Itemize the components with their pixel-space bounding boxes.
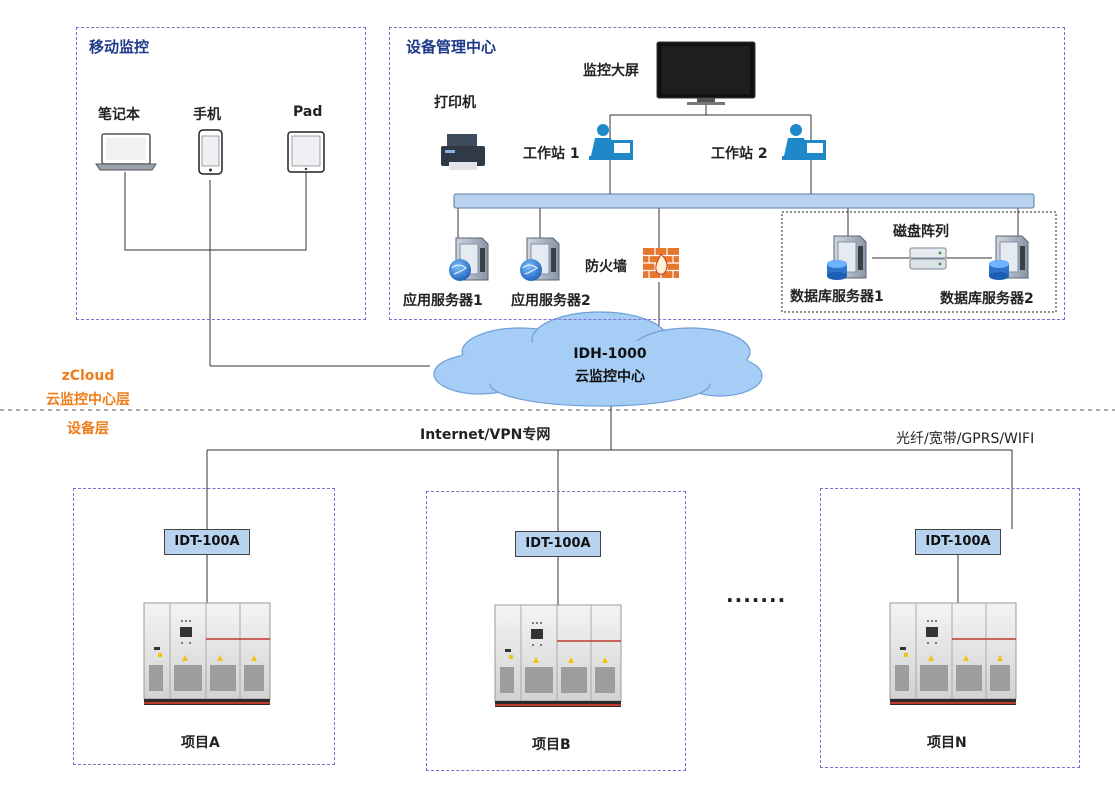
disk-array-icon	[909, 247, 947, 270]
screen-label: 监控大屏	[583, 63, 639, 79]
network-bus	[453, 193, 1035, 209]
gateway-project-b: IDT-100A	[515, 531, 601, 557]
mobile-monitoring-group	[76, 27, 366, 320]
internet-link-label: Internet/VPN专网	[420, 427, 551, 443]
cloud-layer-label: 云监控中心层	[46, 392, 130, 408]
printer-icon	[441, 134, 485, 170]
phone-label: 手机	[193, 107, 221, 123]
center-group-title: 设备管理中心	[406, 38, 497, 56]
app-server-1-icon	[449, 237, 489, 281]
access-link-label: 光纤/宽带/GPRS/WIFI	[896, 431, 1035, 447]
mobile-group-title: 移动监控	[89, 38, 150, 56]
app-server-2-icon	[520, 237, 560, 281]
cloud-name: IDH-1000	[573, 346, 647, 362]
firewall-icon	[643, 248, 679, 278]
app-server-2-label: 应用服务器2	[511, 293, 591, 309]
disk-array-label: 磁盘阵列	[893, 224, 949, 240]
disk-array-group	[781, 211, 1057, 313]
db-server-2-icon	[989, 235, 1029, 280]
project-b-name: 项目B	[532, 737, 571, 753]
gateway-project-a: IDT-100A	[164, 529, 250, 555]
project-n-name: 项目N	[927, 735, 967, 751]
brand-label: zCloud	[61, 368, 115, 384]
printer-label: 打印机	[434, 95, 476, 111]
laptop-icon	[95, 133, 157, 171]
management-center-group	[389, 27, 1065, 320]
project-a-name: 项目A	[181, 735, 220, 751]
workstation-1-label: 工作站 1	[523, 146, 580, 162]
gateway-project-n: IDT-100A	[915, 529, 1001, 555]
firewall-label: 防火墙	[585, 259, 627, 275]
db-server-1-label: 数据库服务器1	[790, 289, 884, 305]
project-n-group	[820, 488, 1080, 768]
cloud-subtitle: 云监控中心	[575, 369, 645, 385]
db-server-1-icon	[827, 235, 867, 280]
phone-icon	[198, 129, 223, 175]
app-server-1-label: 应用服务器1	[403, 293, 483, 309]
pad-label: Pad	[293, 104, 323, 120]
ellipsis: ·······	[726, 588, 787, 612]
monitor-icon	[656, 41, 756, 105]
project-b-group	[426, 491, 686, 771]
pad-icon	[287, 131, 325, 173]
laptop-label: 笔记本	[98, 107, 140, 123]
workstation-2-label: 工作站 2	[711, 146, 768, 162]
connection-lines	[124, 103, 1019, 605]
project-a-group	[73, 488, 335, 765]
device-layer-label: 设备层	[67, 421, 109, 437]
db-server-2-label: 数据库服务器2	[940, 291, 1034, 307]
